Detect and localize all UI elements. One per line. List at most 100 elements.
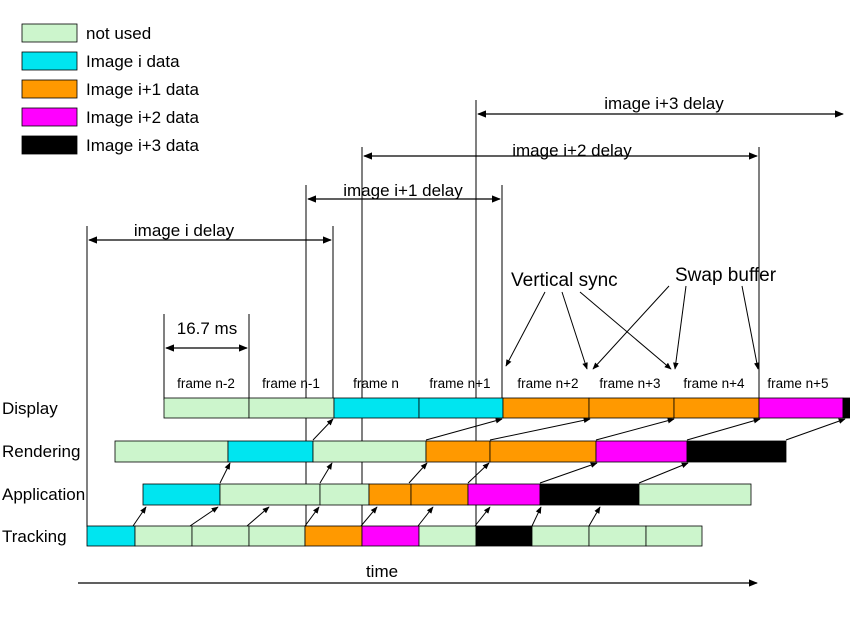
flow-arrow <box>319 462 333 484</box>
frame-labels: frame n-2 frame n-1 frame n frame n+1 fr… <box>177 376 828 391</box>
legend-item-image-i2: Image i+2 data <box>21 107 199 127</box>
delay-label-image-i2: image i+2 delay <box>512 141 632 160</box>
segment-not-used <box>134 525 193 547</box>
flow-arrow <box>132 506 147 527</box>
segment-image-i2 <box>467 483 541 506</box>
segment-image-i3 <box>475 525 533 547</box>
flow-arrow <box>686 418 761 441</box>
segment-image-i <box>227 440 314 463</box>
legend: not used Image i data Image i+1 data Ima… <box>21 23 199 155</box>
legend-label-not-used: not used <box>86 24 151 43</box>
legend-swatch-image-i3 <box>21 135 78 155</box>
segment-image-i2 <box>595 440 688 463</box>
segment-image-i <box>418 397 504 419</box>
delay-label-image-i: image i delay <box>134 221 235 240</box>
flow-arrow <box>219 462 231 484</box>
frame-label: frame n-2 <box>177 376 235 391</box>
legend-label-image-i2: Image i+2 data <box>86 108 199 127</box>
frame-label: frame n+3 <box>599 376 660 391</box>
legend-label-image-i: Image i data <box>86 52 180 71</box>
frame-label: frame n <box>353 376 399 391</box>
vsync-arrow <box>505 291 546 367</box>
vsync-arrow <box>579 291 672 370</box>
flow-arrow <box>489 417 591 441</box>
segment-image-i1 <box>368 483 412 506</box>
reference-lines <box>86 100 760 527</box>
segment-not-used <box>248 397 335 419</box>
segment-not-used <box>418 525 477 547</box>
row-label-rendering: Rendering <box>2 442 80 461</box>
delay-arrows: image i delay image i+1 delay image i+2 … <box>88 94 844 244</box>
row-label-tracking: Tracking <box>2 527 67 546</box>
flow-arrow <box>408 462 428 484</box>
row-label-application: Application <box>2 485 85 504</box>
segment-image-i <box>86 525 136 547</box>
row-application <box>142 483 752 506</box>
flow-arrow <box>467 462 490 484</box>
frame-period: 16.7 ms <box>165 319 248 352</box>
segment-not-used <box>638 483 752 506</box>
segment-image-i2 <box>758 397 844 419</box>
segment-image-i3 <box>686 440 787 463</box>
frame-label: frame n+2 <box>517 376 578 391</box>
segment-not-used <box>312 440 427 463</box>
row-label-display: Display <box>2 399 58 418</box>
segment-not-used <box>248 525 306 547</box>
legend-item-not-used: not used <box>21 23 151 43</box>
legend-item-image-i1: Image i+1 data <box>21 79 199 99</box>
flow-arrow <box>474 506 491 527</box>
legend-swatch-image-i2 <box>21 107 78 127</box>
segment-image-i2 <box>361 525 420 547</box>
flow-arrow <box>638 462 689 484</box>
flow-arrow <box>595 417 675 441</box>
flow-arrow <box>417 506 434 527</box>
data-flow-arrows <box>132 417 846 527</box>
segment-image-i3 <box>842 397 850 419</box>
frame-period-label: 16.7 ms <box>177 319 237 338</box>
swap-buffer-label: Swap buffer <box>675 265 777 286</box>
frame-label: frame n+4 <box>683 376 745 391</box>
row-tracking <box>86 525 703 547</box>
segment-image-i1 <box>425 440 491 463</box>
segment-not-used <box>531 525 590 547</box>
flow-arrow <box>246 506 270 527</box>
segment-image-i1 <box>588 397 675 419</box>
legend-item-image-i3: Image i+3 data <box>21 135 199 155</box>
segment-image-i1 <box>410 483 469 506</box>
row-rendering <box>114 440 787 463</box>
swap-arrow <box>741 285 760 370</box>
flow-arrow <box>304 506 320 527</box>
annotations: Vertical sync Swap buffer <box>505 265 777 370</box>
legend-label-image-i1: Image i+1 data <box>86 80 199 99</box>
flow-arrow <box>531 506 542 527</box>
segment-image-i1 <box>304 525 363 547</box>
segment-not-used <box>588 525 647 547</box>
segment-image-i1 <box>489 440 597 463</box>
flow-arrow <box>312 418 334 441</box>
frame-label: frame n+1 <box>429 376 490 391</box>
segment-image-i1 <box>502 397 590 419</box>
frame-label: frame n-1 <box>262 376 320 391</box>
segment-image-i <box>333 397 420 419</box>
segment-not-used <box>645 525 703 547</box>
flow-arrow <box>425 417 503 441</box>
vsync-arrow <box>561 291 588 370</box>
vertical-sync-label: Vertical sync <box>511 270 618 291</box>
legend-label-image-i3: Image i+3 data <box>86 136 199 155</box>
flow-arrow <box>588 506 601 527</box>
time-axis: time <box>78 562 758 587</box>
swap-arrow <box>592 285 670 370</box>
frame-label: frame n+5 <box>767 376 828 391</box>
legend-swatch-not-used <box>21 23 78 43</box>
segment-not-used <box>163 397 250 419</box>
segment-not-used <box>219 483 321 506</box>
segment-not-used <box>191 525 250 547</box>
segment-image-i1 <box>673 397 760 419</box>
row-display <box>163 397 850 419</box>
segment-not-used <box>319 483 370 506</box>
swap-arrow <box>673 285 687 370</box>
row-labels: Display Rendering Application Tracking <box>2 399 85 546</box>
flow-arrow <box>785 418 846 441</box>
segment-image-i <box>142 483 221 506</box>
